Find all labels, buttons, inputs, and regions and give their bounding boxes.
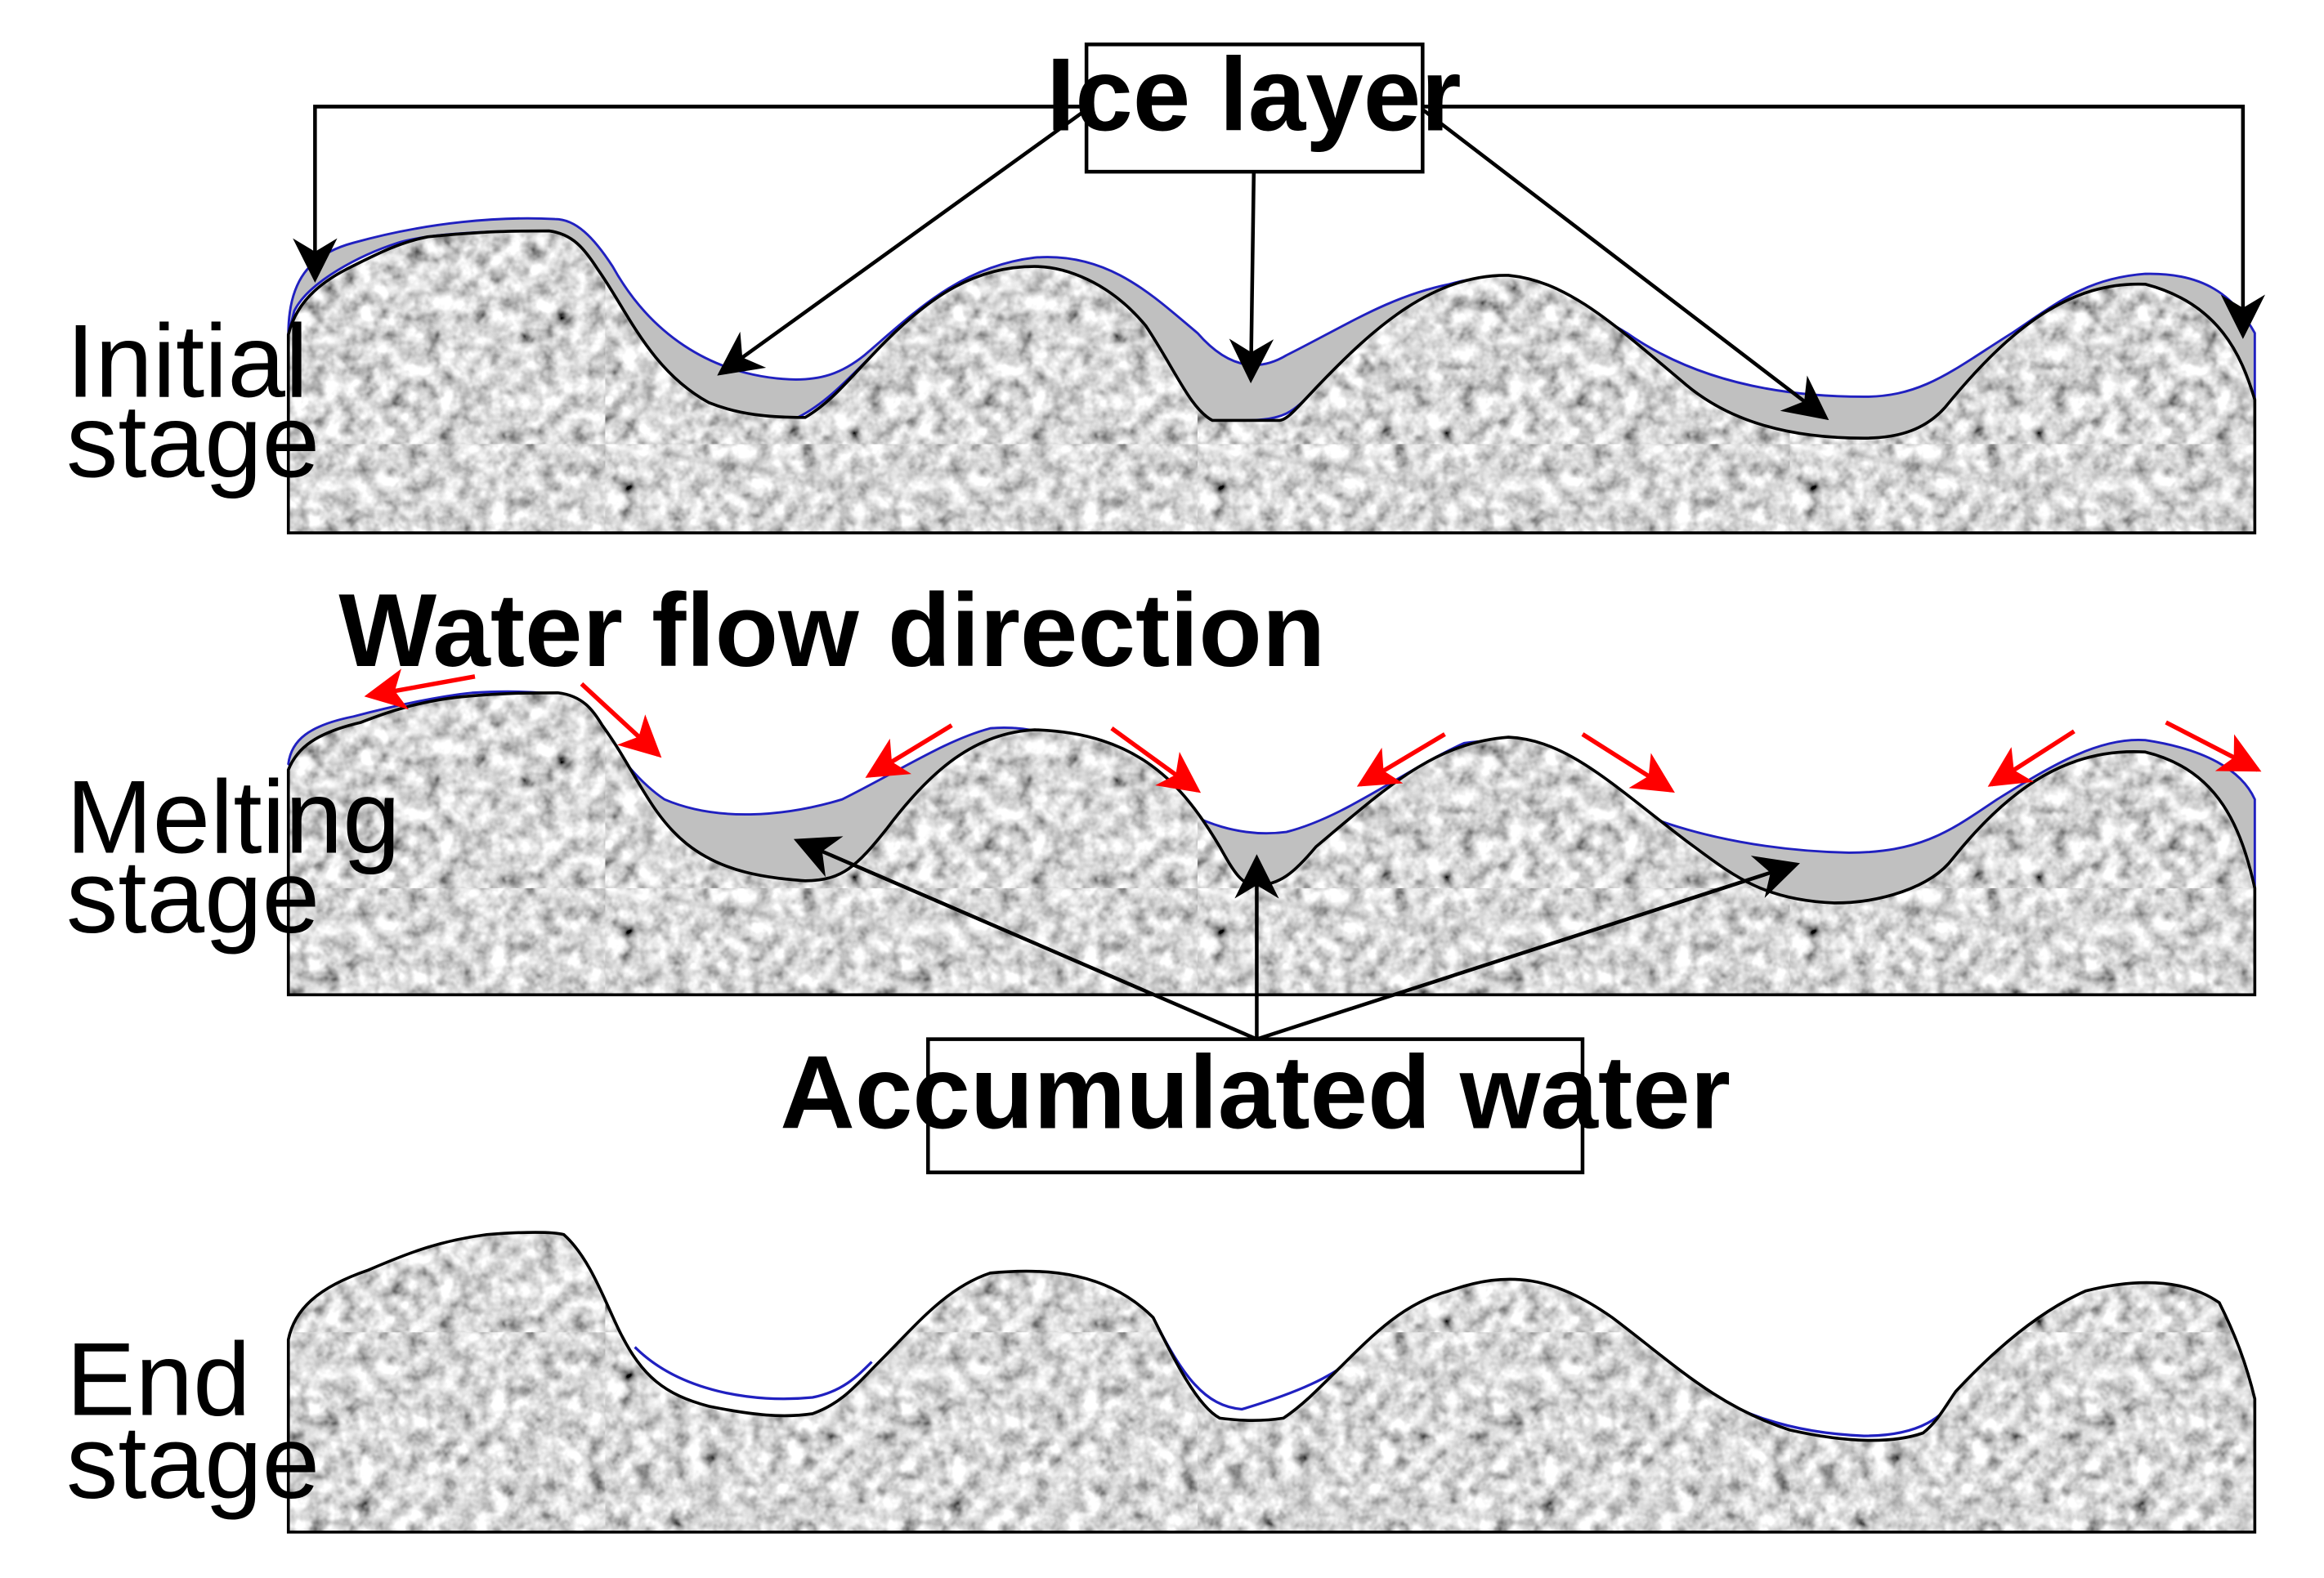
end-stage-label-line2: stage xyxy=(66,1404,320,1520)
water-flow-direction-label: Water flow direction xyxy=(338,572,1325,688)
end-stage-panel xyxy=(286,1231,2257,1534)
rock-surface-end xyxy=(286,1231,2257,1534)
rock-surface-initial xyxy=(286,229,2257,534)
ice-layer-callout: Ice layer xyxy=(293,36,2266,421)
flow-arrow-1 xyxy=(364,668,476,710)
flow-arrow-2 xyxy=(580,682,662,758)
ice-arrow-right xyxy=(1421,108,1829,421)
accumulated-water-label: Accumulated water xyxy=(780,1034,1731,1150)
end-stage-label-line1: End xyxy=(66,1321,251,1437)
water-arrow-right xyxy=(1256,856,1800,1041)
ice-arrow-far-left xyxy=(293,105,1087,283)
melting-stage-panel xyxy=(286,690,2257,997)
flow-arrow-3 xyxy=(865,723,953,778)
stage-labels: Initial stage Melting stage End stage xyxy=(66,302,401,1520)
flow-arrow-7 xyxy=(1987,729,2075,787)
ice-arrow-left xyxy=(717,108,1088,376)
initial-stage-panel xyxy=(286,217,2257,534)
water-flow-arrows xyxy=(364,668,2262,793)
water-arrow-left xyxy=(793,836,1258,1041)
initial-stage-label-line2: stage xyxy=(66,382,320,498)
rock-surface-melting xyxy=(286,691,2257,997)
accumulated-water-callout: Accumulated water xyxy=(780,836,1800,1174)
initial-stage-label-line1: Initial xyxy=(66,302,308,418)
accumulated-water-label-box xyxy=(926,1037,1585,1174)
ice-layer-label-box xyxy=(1084,42,1425,174)
ice-arrow-far-right xyxy=(1422,105,2266,339)
flow-arrow-5 xyxy=(1356,732,1446,787)
flow-arrow-4 xyxy=(1110,726,1202,793)
flow-arrow-8 xyxy=(2165,720,2262,772)
ice-layer-label: Ice layer xyxy=(1046,36,1462,152)
flow-arrow-6 xyxy=(1581,732,1675,793)
melting-stage-label-line2: stage xyxy=(66,838,320,954)
ice-arrow-center xyxy=(1229,172,1274,384)
melting-stage-label-line1: Melting xyxy=(66,758,401,874)
